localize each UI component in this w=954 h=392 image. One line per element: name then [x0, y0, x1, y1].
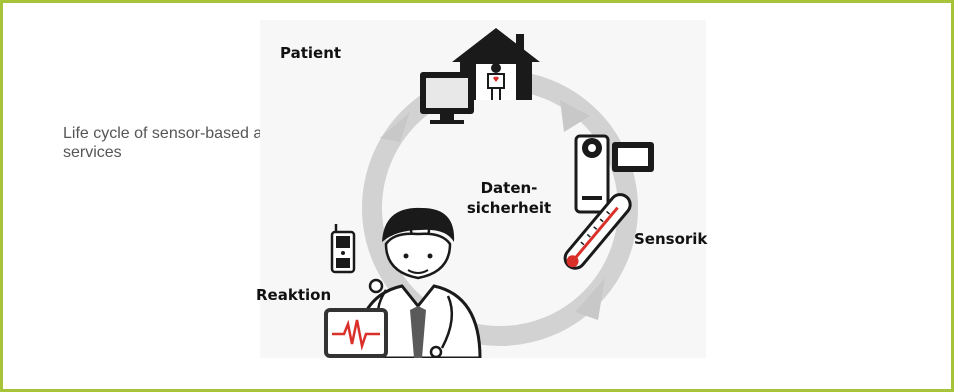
label-data-security: Daten- sicherheit: [454, 178, 564, 218]
cycle-arrow-head: [560, 100, 590, 132]
house-icon: [452, 28, 540, 100]
monitor-icon: [420, 72, 474, 124]
label-reaktion: Reaktion: [256, 286, 332, 304]
cycle-arrow-head: [575, 278, 605, 320]
label-patient: Patient: [280, 44, 342, 62]
cycle-arrow-head: [380, 112, 410, 142]
mobile-phone-icon: [330, 224, 356, 274]
video-camera-icon: [574, 134, 654, 214]
label-data-security-line1: Daten-: [480, 179, 538, 197]
slide-caption: Life cycle of sensor-based assisting ser…: [63, 125, 316, 161]
thermometer-icon: [563, 193, 632, 270]
label-sensorik: Sensorik: [634, 230, 708, 248]
life-cycle-diagram: [260, 20, 706, 358]
label-data-security-line2: sicherheit: [466, 199, 552, 217]
ecg-monitor-icon: [324, 308, 388, 358]
